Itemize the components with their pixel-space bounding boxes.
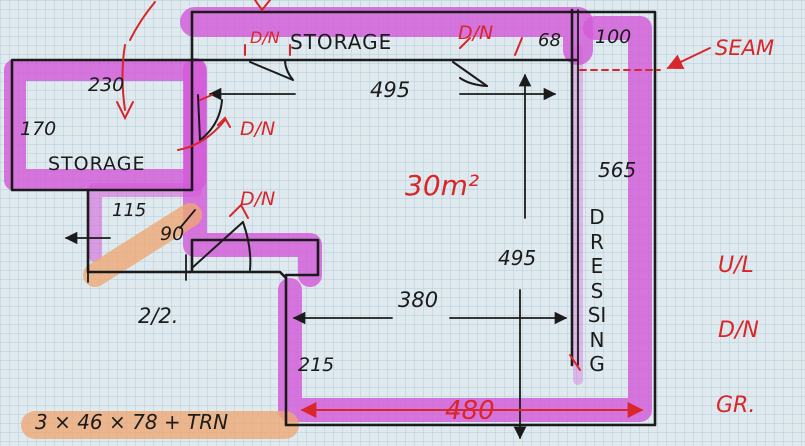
red-annotations <box>116 0 711 418</box>
dim-495-top: 495 <box>370 78 411 102</box>
storage-top-label: STORAGE <box>290 30 393 54</box>
orange-highlights <box>21 203 299 439</box>
door-label-low: D/N <box>240 188 276 210</box>
area-label: 30m² <box>405 169 480 202</box>
dim-100: 100 <box>595 26 632 48</box>
door-label-top-right: D/N <box>458 22 494 44</box>
dimension-lines <box>64 73 568 440</box>
gr-note: GR. <box>716 393 756 418</box>
dim-230: 230 <box>88 74 125 96</box>
dim-68: 68 <box>538 30 561 51</box>
ul-note: U/L <box>718 253 754 278</box>
dressing-label: DRESSING <box>585 205 609 377</box>
dim-215: 215 <box>298 354 335 376</box>
dim-565: 565 <box>598 158 637 182</box>
dim-2-2: 2/2. <box>138 304 179 328</box>
dim-170: 170 <box>20 118 57 140</box>
dn-note: D/N <box>718 318 759 343</box>
storage-left-label: STORAGE <box>48 153 146 175</box>
dim-480: 480 <box>445 396 495 426</box>
door-label-top-left: D/N <box>250 28 280 47</box>
seam-note: SEAM <box>715 36 775 60</box>
dim-380: 380 <box>398 288 439 312</box>
dim-90: 90 <box>160 223 185 245</box>
door-label-mid: D/N <box>240 118 276 140</box>
door-swings <box>191 59 488 271</box>
bottom-note: 3 × 46 × 78 + TRN <box>35 410 229 434</box>
dressing-text: DRESSING <box>587 205 607 376</box>
dim-495-mid: 495 <box>498 246 537 270</box>
dim-115: 115 <box>112 200 147 221</box>
